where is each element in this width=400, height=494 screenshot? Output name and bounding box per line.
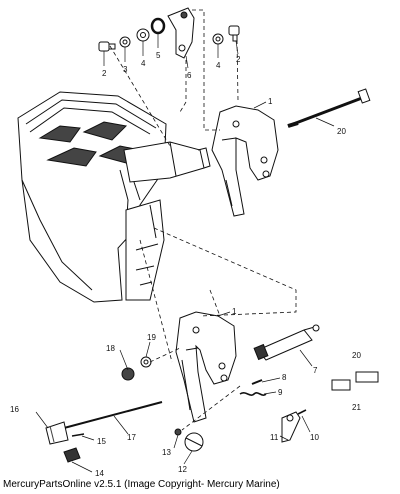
- callout-1-upper: 1: [268, 97, 273, 106]
- callout-2-right: 2: [236, 55, 241, 64]
- upper-hardware: [98, 7, 240, 59]
- callout-5: 5: [156, 51, 161, 60]
- callout-1-lower: 1: [232, 307, 237, 316]
- spring-and-lever: [239, 379, 307, 443]
- callout-13: 13: [162, 448, 171, 457]
- callout-17: 17: [127, 433, 136, 442]
- callout-2-left: 2: [102, 69, 107, 78]
- callout-20-upper: 20: [337, 127, 346, 136]
- callout-19: 19: [147, 333, 156, 342]
- callout-labels: 1 1 2 2 3 4 4 5 6 7 8 9 10 11 12 13 14 1…: [10, 51, 361, 478]
- callout-4-left: 4: [141, 59, 146, 68]
- callout-10: 10: [310, 433, 319, 442]
- driveshaft-housing: [17, 91, 211, 303]
- callout-9: 9: [278, 388, 283, 397]
- callout-8: 8: [282, 373, 287, 382]
- callout-14: 14: [95, 469, 104, 478]
- trim-actuator: [253, 324, 320, 361]
- callout-3: 3: [123, 65, 128, 74]
- long-bolt: [287, 88, 371, 128]
- decal-set: [331, 371, 379, 391]
- lower-swivel-bracket: [175, 311, 237, 423]
- callout-7: 7: [313, 366, 318, 375]
- lower-hardware: [121, 356, 204, 452]
- upper-swivel-bracket: [211, 105, 279, 217]
- leader-lines: [35, 33, 335, 473]
- callout-20-lower: 20: [352, 351, 361, 360]
- tilt-rod-assembly: [45, 401, 163, 463]
- callout-16: 16: [10, 405, 19, 414]
- callout-18: 18: [106, 344, 115, 353]
- callout-4-right: 4: [216, 61, 221, 70]
- alignment-lines: [109, 9, 297, 431]
- callout-11: 11: [270, 433, 279, 442]
- image-caption: MercuryPartsOnline v2.5.1 (Image Copyrig…: [3, 479, 280, 490]
- callout-21: 21: [352, 403, 361, 412]
- callout-15: 15: [97, 437, 106, 446]
- callout-12: 12: [178, 465, 187, 474]
- callout-6: 6: [187, 71, 192, 80]
